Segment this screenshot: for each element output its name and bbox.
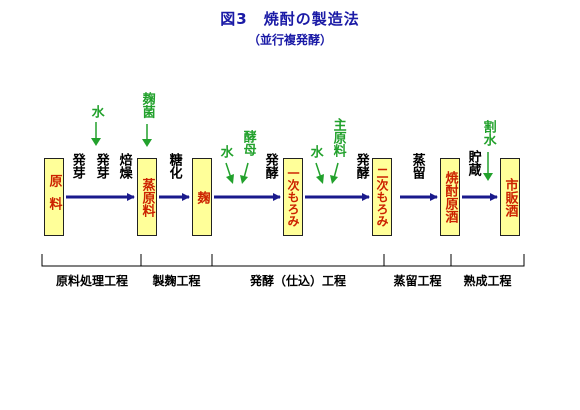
input-arrowhead-yeast	[240, 175, 248, 184]
box-shochu-raw: 焼酎原酒	[440, 158, 460, 236]
stage-distillation: 蒸留工程	[393, 274, 442, 288]
box-raw-material-label: 原料	[46, 174, 62, 220]
input-arrow-main-raw	[333, 162, 339, 179]
box-koji-label: 麹	[194, 190, 210, 204]
input-yeast: 酵母	[240, 130, 256, 156]
step-distill: 蒸留	[409, 153, 425, 179]
input-arrowhead-main-raw	[330, 175, 338, 184]
input-main-raw: 主原料	[330, 118, 346, 157]
input-koji-mold: 麹菌	[139, 92, 155, 118]
box-steamed-raw: 蒸原料	[137, 158, 157, 236]
input-arrowhead-water-3	[316, 174, 324, 184]
input-dilution-water: 割水	[480, 120, 496, 146]
step-germinate-1: 発芽	[69, 153, 85, 179]
step-germinate-2: 発芽	[93, 153, 109, 179]
stage-bracket-3	[212, 254, 385, 267]
box-primary-moromi: 一次もろみ	[283, 158, 303, 236]
step-ferment-2: 発酵	[353, 153, 369, 179]
step-ferment-1: 発酵	[262, 153, 278, 179]
box-commercial-label: 市販酒	[502, 177, 518, 217]
step-saccharify: 糖化	[166, 153, 182, 179]
diagram-title: 図3 焼酎の製造法	[220, 10, 360, 28]
stage-fermentation: 発酵（仕込）工程	[249, 274, 346, 288]
input-water-3: 水	[307, 145, 323, 158]
input-arrowhead-water-1	[91, 138, 101, 146]
stage-bracket-4	[384, 254, 452, 267]
box-raw-material: 原料	[44, 158, 64, 236]
input-water-2: 水	[217, 145, 233, 158]
step-store: 貯蔵	[465, 150, 481, 176]
box-koji: 麹	[192, 158, 212, 236]
box-secondary-moromi-label: 二次もろみ	[375, 167, 389, 227]
input-arrowhead-water-2	[226, 174, 234, 184]
stage-brackets	[41, 254, 525, 267]
input-arrow-yeast	[243, 162, 249, 179]
input-arrowhead-koji	[142, 139, 152, 147]
stage-bracket-5	[451, 254, 525, 267]
stage-aging: 熟成工程	[463, 274, 512, 288]
diagram-subtitle: （並行複発酵）	[247, 33, 332, 47]
box-secondary-moromi: 二次もろみ	[372, 158, 392, 236]
box-steamed-raw-label: 蒸原料	[139, 177, 155, 217]
step-roast: 焙燥	[116, 153, 132, 179]
input-water-1: 水	[88, 105, 104, 118]
box-commercial: 市販酒	[500, 158, 520, 236]
stage-bracket-1	[41, 254, 142, 267]
box-primary-moromi-label: 一次もろみ	[286, 167, 300, 227]
input-arrows	[91, 122, 493, 184]
stage-raw-processing: 原料処理工程	[55, 274, 128, 288]
box-shochu-raw-label: 焼酎原酒	[442, 171, 458, 223]
stage-bracket-2	[141, 254, 213, 267]
stage-koji-making: 製麹工程	[152, 274, 201, 288]
input-arrowhead-dilution	[483, 173, 493, 181]
